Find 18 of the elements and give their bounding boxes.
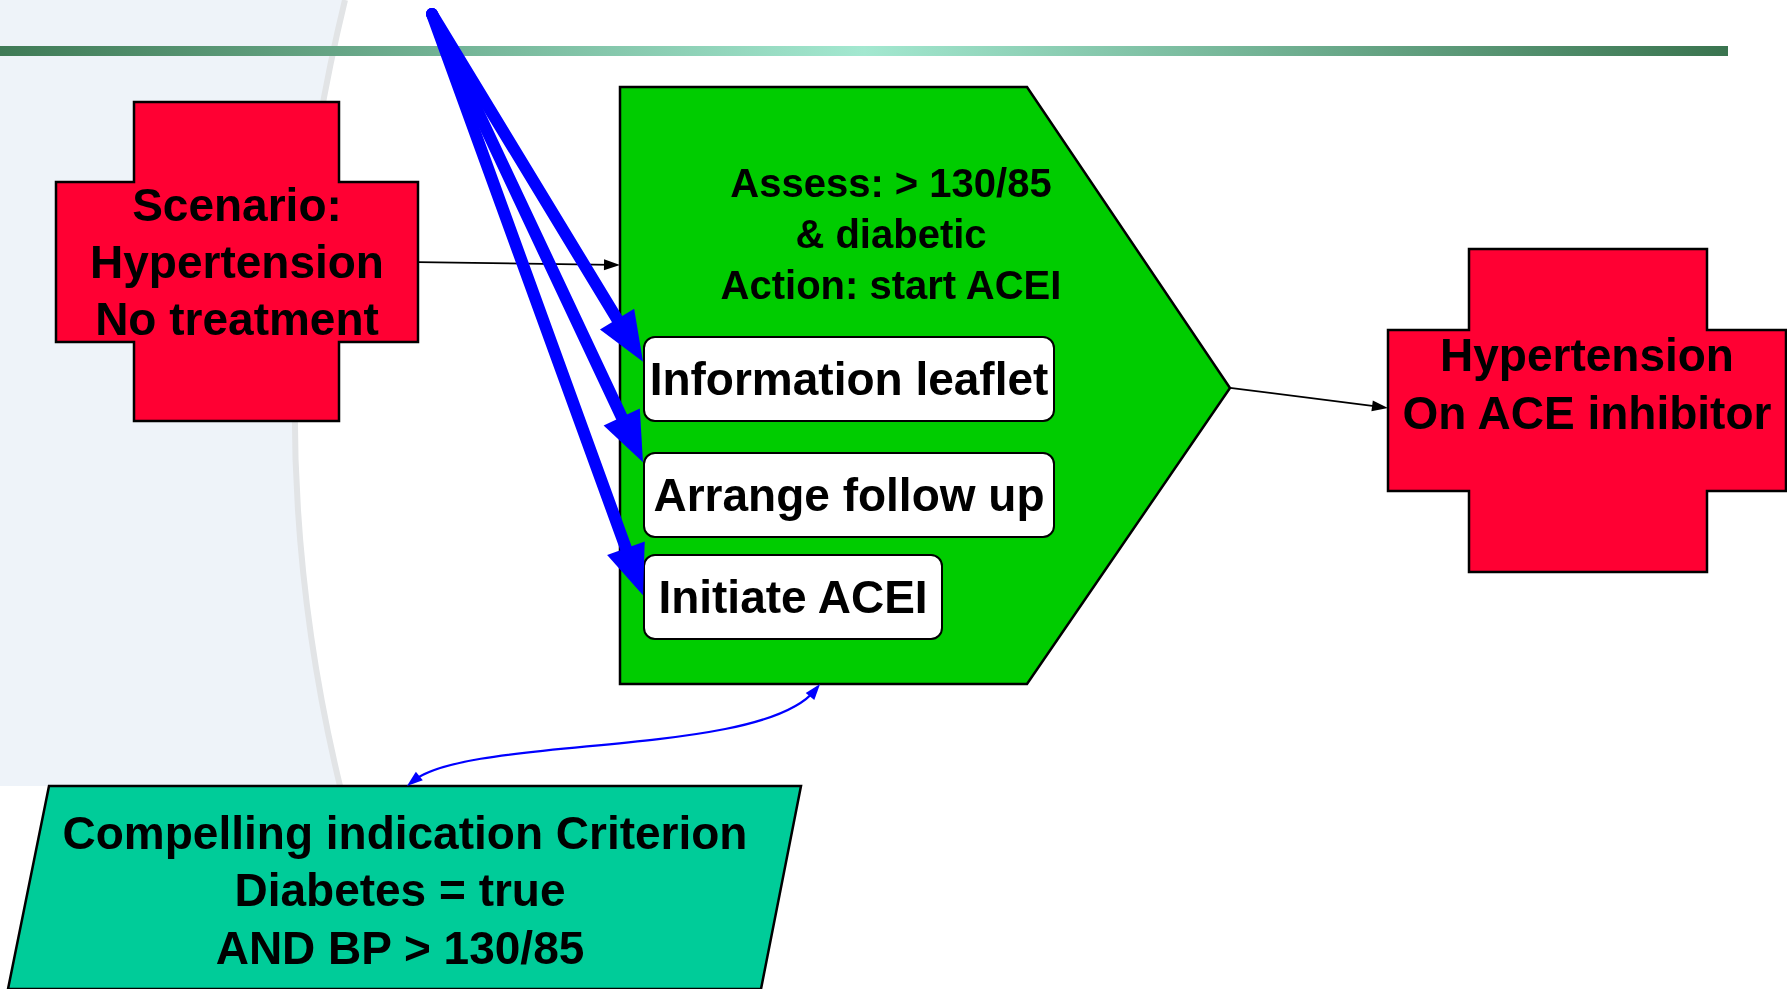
cross-shape [56, 102, 418, 421]
node-text: Assess: > 130/85 & diabetic [730, 161, 1052, 256]
task-box [643, 554, 943, 640]
arrow [426, 8, 645, 596]
node-text: Hypertension [1440, 329, 1734, 381]
node-text: On ACE inhibitor [1402, 387, 1772, 439]
node-text: Scenario: Hypertension No treatment [90, 179, 384, 345]
task-box [643, 336, 1055, 422]
node-text: Compelling indication Criterion [62, 807, 748, 859]
arrow [406, 685, 822, 785]
node-text: Action: start ACEI [720, 263, 1062, 307]
cross-shape [1388, 249, 1786, 572]
node-text: Initiate ACEI [658, 574, 928, 620]
node-text: Information leaflet [649, 356, 1049, 402]
pentagon-shape [620, 87, 1230, 684]
task-box [643, 452, 1055, 538]
arrow [1229, 387, 1388, 412]
node-text: Diabetes = true AND BP > 130/85 [215, 864, 585, 974]
